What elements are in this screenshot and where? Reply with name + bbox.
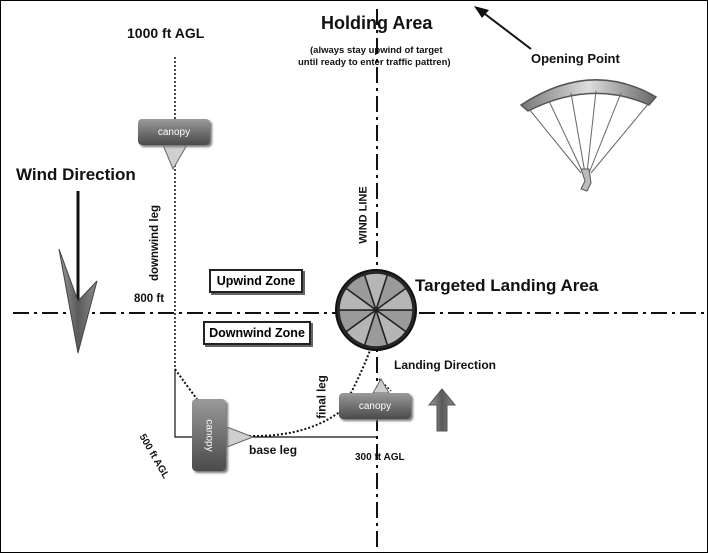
holding-subtitle-line2: until ready to enter traffic pattren): [298, 57, 451, 68]
holding-subtitle-line1: (always stay upwind of target: [310, 45, 443, 56]
parachute-illustration: [519, 79, 658, 192]
canopy-downwind: canopy: [138, 119, 210, 145]
agl-300-label: 300 ft AGL: [355, 452, 405, 463]
target-circle: [335, 269, 417, 351]
wind-line-label: WIND LINE: [357, 186, 370, 244]
canopy-final: canopy: [339, 393, 411, 419]
downwind-leg-label: downwind leg: [149, 204, 162, 282]
canopy-base-label: canopy: [203, 418, 215, 452]
canopy-tail-3: [372, 377, 390, 394]
final-leg-label: final leg: [316, 375, 329, 419]
holding-area-title: Holding Area: [321, 13, 433, 33]
opening-point-arrow: [474, 6, 532, 50]
target-wedge: [373, 287, 414, 311]
base-leg-label: base leg: [249, 443, 298, 457]
ground-track-line: [174, 369, 377, 438]
landing-direction-label: Landing Direction: [394, 358, 496, 372]
opening-point-label: Opening Point: [531, 51, 620, 66]
wind-direction-label: Wind Direction: [16, 165, 136, 184]
canopy-tail-1: [162, 144, 188, 171]
wind-direction-arrow: [58, 191, 98, 354]
canopy-base: canopy: [192, 399, 226, 471]
ft-800-label: 800 ft: [134, 293, 165, 305]
targeted-landing-area-label: Targeted Landing Area: [415, 276, 599, 295]
upwind-zone-box: Upwind Zone: [209, 269, 303, 293]
agl-1000-label: 1000 ft AGL: [127, 25, 205, 41]
base-leg-path: [232, 410, 342, 437]
downwind-zone-box: Downwind Zone: [203, 321, 311, 345]
canopy-tail-2: [226, 426, 255, 448]
landing-direction-arrow: [427, 388, 457, 432]
turn-to-base-path: [174, 368, 198, 400]
